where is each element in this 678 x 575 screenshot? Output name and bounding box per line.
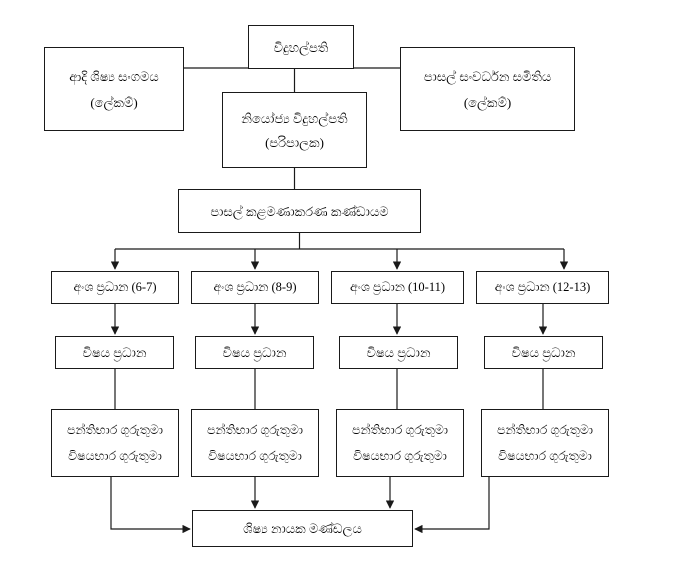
node-subject-head-1-label: විෂය ප්‍රධාන [82, 345, 147, 360]
node-teachers-4[interactable]: පන්තිභාර ගුරුතුමා විෂයභාර ගුරුතුමා [481, 409, 609, 477]
node-teachers-3-subject-teacher: විෂයභාර ගුරුතුමා [353, 448, 447, 463]
node-teachers-1-subject-teacher: විෂයභාර ගුරුතුමා [68, 448, 162, 463]
node-school-management-team-label: පාසල් කළමණාකරණ කණ්ඩායම [210, 203, 389, 219]
node-subject-head-2[interactable]: විෂය ප්‍රධාන [195, 336, 314, 369]
node-section-head-10-11-label: අංශ ප්‍රධාන (10-11) [349, 280, 446, 295]
connector-teachers-1-to-council [110, 477, 191, 534]
connector-teachers-4-to-council [414, 477, 490, 534]
node-principal-label: විදුහල්පති [273, 39, 329, 55]
node-teachers-4-subject-teacher: විෂයභාර ගුරුතුමා [498, 448, 592, 463]
node-teachers-1-class-teacher: පන්තිභාර ගුරුතුමා [66, 423, 164, 437]
node-subject-head-1[interactable]: විෂය ප්‍රධාන [55, 336, 174, 369]
node-teachers-2-class-teacher: පන්තිභාර ගුරුතුමා [206, 423, 304, 437]
node-subject-head-3[interactable]: විෂය ප්‍රධාන [339, 336, 458, 369]
node-subject-head-3-label: විෂය ප්‍රධාන [366, 345, 431, 360]
node-deputy-principal-label: නියෝජ්‍ය විදුහල්පති [241, 110, 348, 126]
node-teachers-3[interactable]: පන්තිභාර ගුරුතුමා විෂයභාර ගුරුතුමා [336, 409, 464, 477]
node-old-students-association-role: (ලේකම්) [90, 94, 138, 110]
node-teachers-3-class-teacher: පන්තිභාර ගුරුතුමා [351, 423, 449, 437]
node-deputy-principal-role: (පරිපාලක) [265, 134, 324, 150]
node-principal[interactable]: විදුහල්පති [248, 25, 354, 69]
node-teachers-4-class-teacher: පන්තිභාර ගුරුතුමා [496, 423, 594, 437]
node-subject-head-2-label: විෂය ප්‍රධාන [222, 345, 287, 360]
node-student-leaders-council-label: ශිෂ්‍ය නායක මණ්ඩලය [243, 521, 362, 536]
node-teachers-1[interactable]: පන්තිභාර ගුරුතුමා විෂයභාර ගුරුතුමා [51, 409, 179, 477]
node-section-head-12-13-label: අංශ ප්‍රධාන (12-13) [494, 280, 591, 295]
node-teachers-2[interactable]: පන්තිභාර ගුරුතුමා විෂයභාර ගුරුතුමා [191, 409, 319, 477]
node-section-head-6-7-label: අංශ ප්‍රධාන (6-7) [73, 280, 157, 295]
node-old-students-association-label: ආදි ශිෂ්‍ය සංගමය [69, 68, 159, 84]
node-section-head-8-9-label: අංශ ප්‍රධාන (8-9) [213, 280, 297, 295]
node-section-head-8-9[interactable]: අංශ ප්‍රධාන (8-9) [191, 271, 319, 304]
node-teachers-2-subject-teacher: විෂයභාර ගුරුතුමා [208, 448, 302, 463]
node-school-development-society-label: පාසල් සංවර්ධන සමිතිය [423, 68, 552, 84]
node-section-head-6-7[interactable]: අංශ ප්‍රධාන (6-7) [51, 271, 179, 304]
node-old-students-association[interactable]: ආදි ශිෂ්‍ය සංගමය (ලේකම්) [44, 47, 184, 131]
node-school-development-society[interactable]: පාසල් සංවර්ධන සමිතිය (ලේකම්) [400, 47, 575, 131]
node-school-development-society-role: (ලේකම්) [463, 94, 512, 110]
node-school-management-team[interactable]: පාසල් කළමණාකරණ කණ්ඩායම [178, 189, 421, 233]
node-student-leaders-council[interactable]: ශිෂ්‍ය නායක මණ්ඩලය [192, 510, 413, 547]
node-subject-head-4-label: විෂය ප්‍රධාන [511, 345, 576, 360]
node-deputy-principal[interactable]: නියෝජ්‍ය විදුහල්පති (පරිපාලක) [222, 92, 367, 168]
node-subject-head-4[interactable]: විෂය ප්‍රධාන [484, 336, 603, 369]
node-section-head-10-11[interactable]: අංශ ප්‍රධාන (10-11) [331, 271, 464, 304]
node-section-head-12-13[interactable]: අංශ ප්‍රධාන (12-13) [476, 271, 609, 304]
